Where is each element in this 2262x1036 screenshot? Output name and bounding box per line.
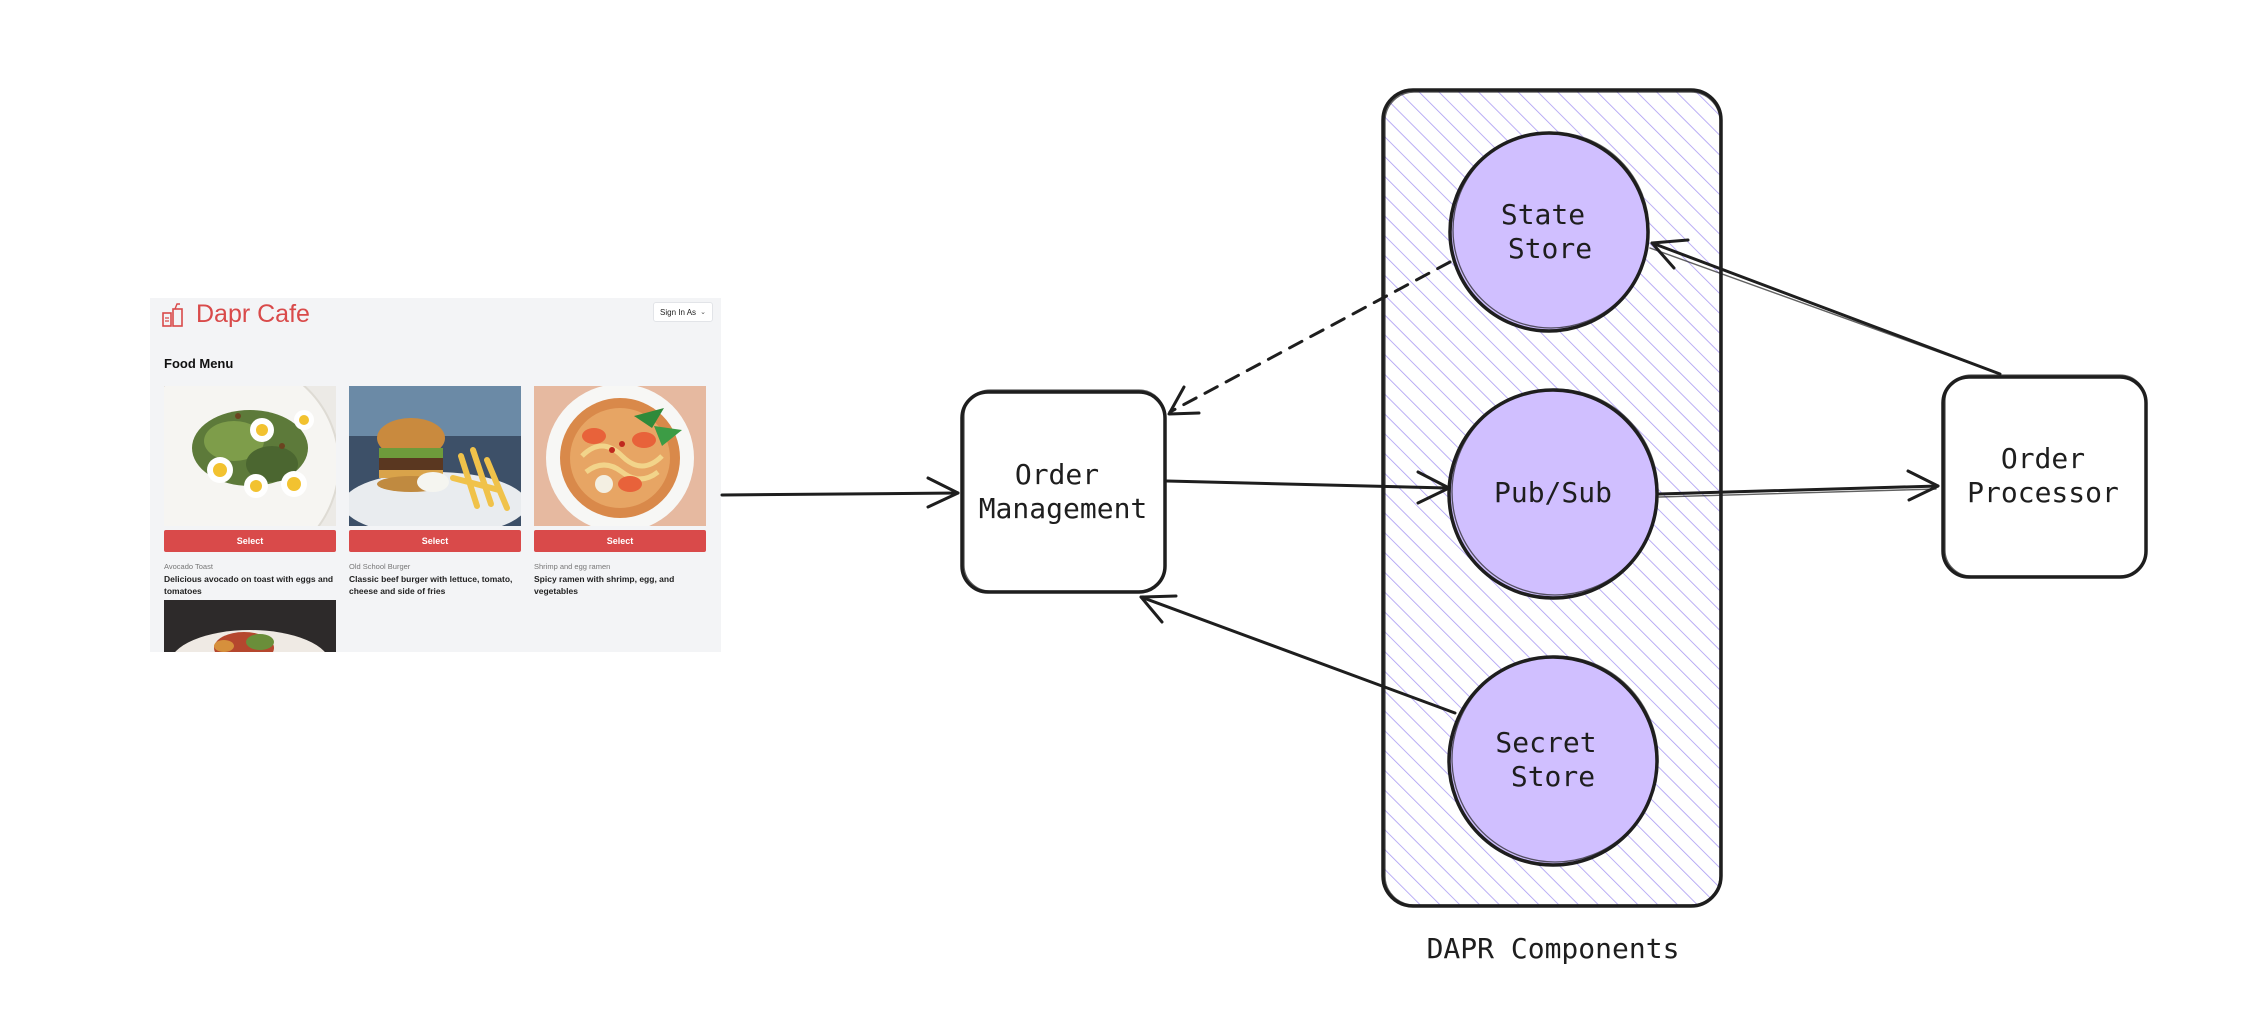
menu-card-old-school-burger: Select Old School Burger Classic beef bu… xyxy=(349,386,521,597)
menu-heading: Food Menu xyxy=(164,356,234,371)
chevron-down-icon: ⌄ xyxy=(700,309,706,316)
order-management-label-line2: Management xyxy=(979,492,1148,525)
arrow-pubsub-to-order-processor xyxy=(1657,469,1940,502)
app-screenshot: Dapr Cafe Sign In As ⌄ Food Menu Select … xyxy=(150,298,721,652)
arrow-secret-store-to-order-management xyxy=(1139,594,1457,715)
menu-card-shrimp-ramen: Select Shrimp and egg ramen Spicy ramen … xyxy=(534,386,706,597)
ramen-photo xyxy=(534,386,706,526)
order-management-label-line1: Order xyxy=(1015,458,1099,491)
order-processor-label-line1: Order xyxy=(2001,442,2085,475)
item-name: Avocado Toast xyxy=(164,562,213,571)
arrow-order-processor-to-state-store xyxy=(1649,238,2002,376)
burger-photo xyxy=(349,386,521,526)
select-button[interactable]: Select xyxy=(164,530,336,552)
item-description: Classic beef burger with lettuce, tomato… xyxy=(349,574,513,596)
item-description: Delicious avocado on toast with eggs and… xyxy=(164,574,334,596)
select-button[interactable]: Select xyxy=(534,530,706,552)
secret-store-label-line2: Store xyxy=(1511,760,1595,793)
select-button[interactable]: Select xyxy=(349,530,521,552)
order-processor-node xyxy=(1941,374,2148,579)
state-store-label-line2: Store xyxy=(1508,232,1592,265)
item-description: Spicy ramen with shrimp, egg, and vegeta… xyxy=(534,574,675,596)
avocado-toast-photo xyxy=(164,386,336,526)
arrow-state-store-to-order-management-dashed xyxy=(1167,260,1452,416)
arrow-order-management-to-pubsub xyxy=(1165,470,1451,505)
item-name: Old School Burger xyxy=(349,562,411,571)
pubsub-label: Pub/Sub xyxy=(1494,476,1612,509)
state-store-node xyxy=(1448,131,1650,333)
secret-store-node xyxy=(1447,655,1659,867)
partial-food-photo xyxy=(164,600,336,652)
cafe-logo-icon xyxy=(162,303,183,327)
item-name: Shrimp and egg ramen xyxy=(534,562,611,571)
state-store-label-line1: State xyxy=(1501,198,1585,231)
sign-in-label: Sign In As xyxy=(660,308,697,317)
order-management-node xyxy=(960,389,1167,594)
secret-store-label-line1: Secret xyxy=(1495,726,1596,759)
app-title: Dapr Cafe xyxy=(196,300,310,328)
pubsub-node xyxy=(1447,388,1659,600)
dapr-components-container xyxy=(1381,88,1723,908)
order-processor-label-line2: Processor xyxy=(1967,476,2119,509)
arrow-app-to-order-management xyxy=(720,476,960,509)
menu-card-partial xyxy=(164,600,336,652)
sign-in-dropdown[interactable]: Sign In As ⌄ xyxy=(653,302,713,322)
dapr-components-caption: DAPR Components xyxy=(1427,932,1680,965)
menu-card-avocado-toast: Select Avocado Toast Delicious avocado o… xyxy=(164,386,336,597)
